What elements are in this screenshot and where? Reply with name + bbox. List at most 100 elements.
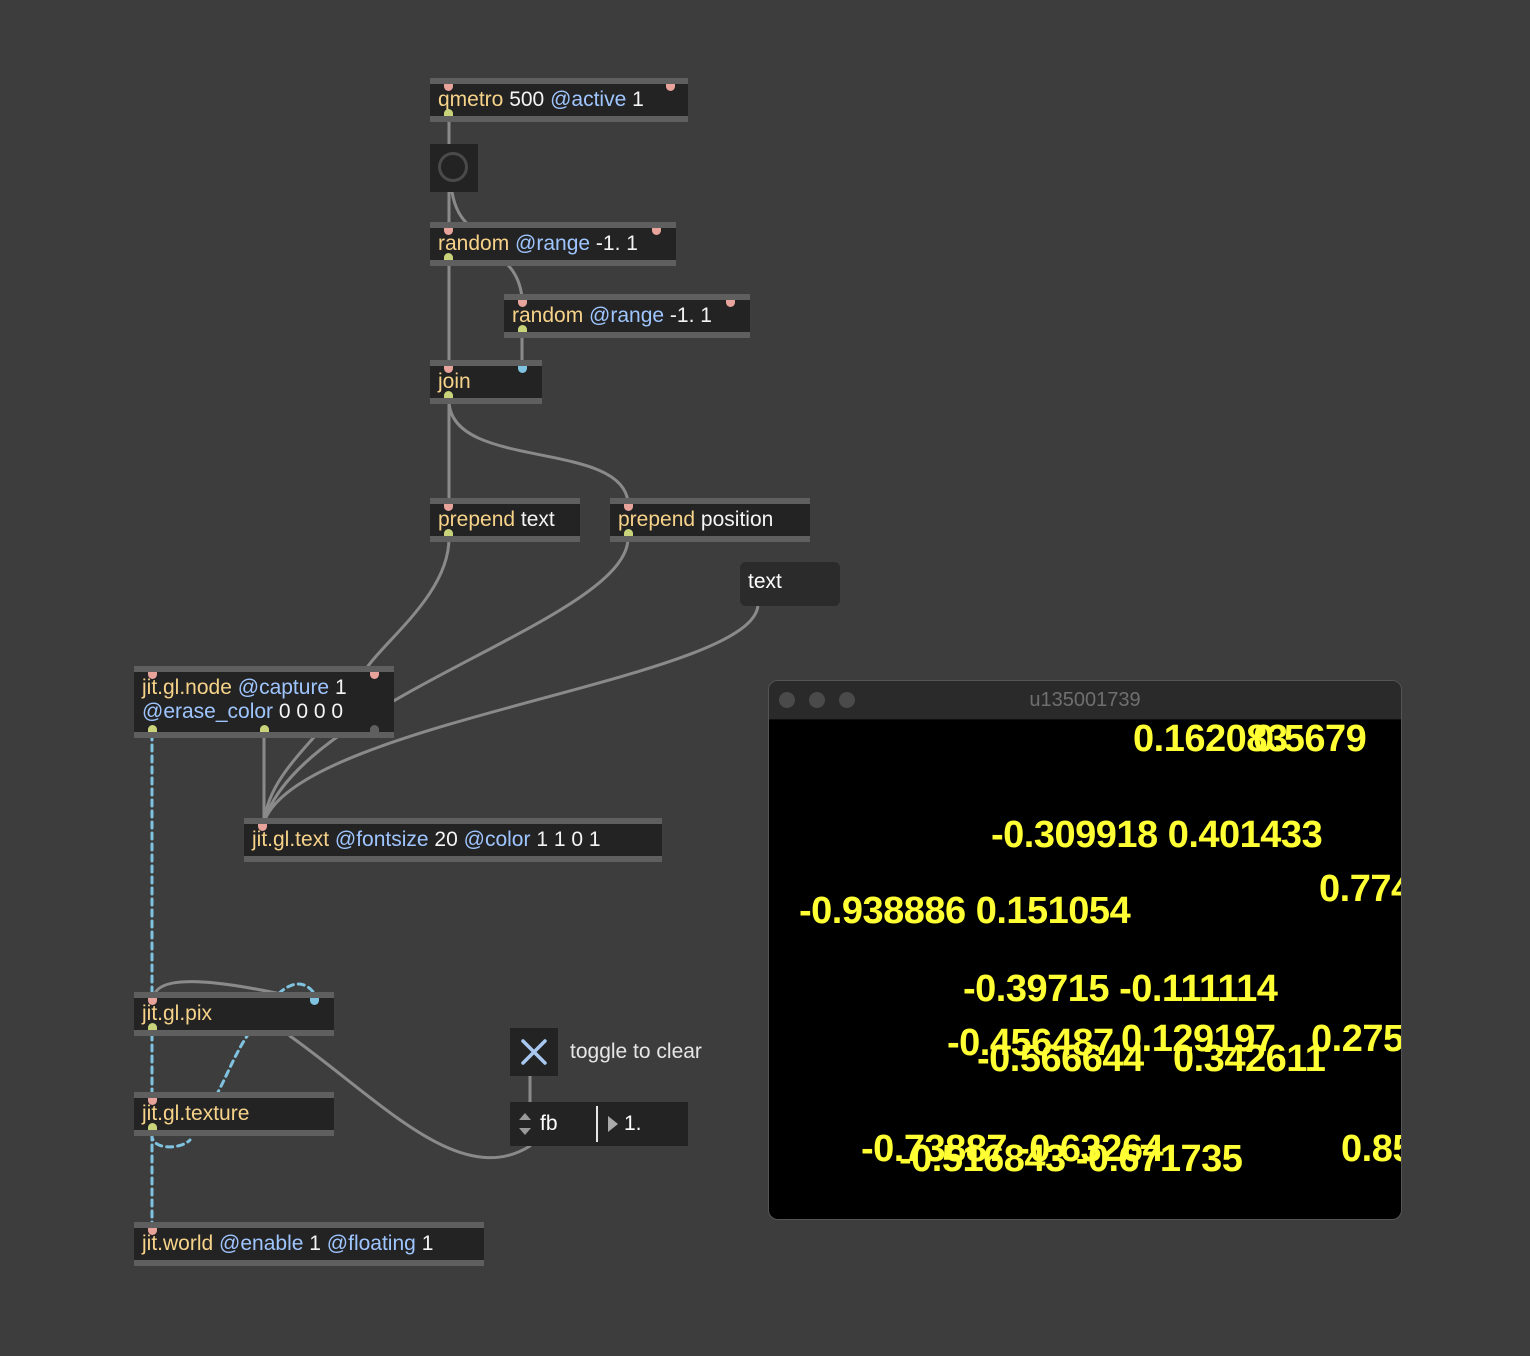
cord-join-prepend-position	[447, 400, 630, 504]
object-attribute-value: 20	[434, 828, 458, 851]
outlet-port[interactable]	[260, 725, 269, 732]
object-class: qmetro	[438, 88, 504, 111]
random-object-1[interactable]: random @range -1. 1	[430, 222, 676, 266]
random-object-2[interactable]: random @range -1. 1	[504, 294, 750, 338]
prepend-position-object[interactable]: prepend position	[610, 498, 810, 542]
object-class: join	[438, 370, 471, 393]
stepper-arrows-icon[interactable]	[518, 1108, 532, 1140]
window-title: u135001739	[1029, 689, 1141, 711]
gl-text: 0.774	[1319, 868, 1401, 910]
object-class: prepend	[438, 508, 516, 531]
inlet-port[interactable]	[444, 228, 453, 235]
window-titlebar[interactable]: u135001739	[769, 681, 1401, 720]
outlet-port[interactable]	[444, 109, 453, 116]
inlet-port[interactable]	[148, 998, 157, 1005]
object-argument: 500	[509, 88, 545, 111]
gl-text: 0.342611	[1173, 1038, 1326, 1080]
outlet-port[interactable]	[444, 253, 453, 260]
triangle-right-icon	[608, 1116, 618, 1132]
attrui-divider	[596, 1106, 598, 1142]
inlet-port[interactable]	[444, 366, 453, 373]
x-icon	[521, 1039, 547, 1065]
gl-text: -0.39715 -0.111114	[963, 968, 1278, 1010]
cord-random1-random2	[503, 260, 524, 300]
inlet-port[interactable]	[518, 300, 527, 307]
object-attribute: @range	[589, 304, 665, 327]
object-attribute: @enable	[219, 1232, 304, 1255]
outlet-port[interactable]	[148, 1123, 157, 1130]
object-argument: text	[520, 508, 555, 531]
gl-text: 0.5679	[1253, 718, 1367, 760]
object-line-2: @erase_color 0 0 0 0	[142, 700, 386, 724]
inlet-port[interactable]	[518, 366, 527, 373]
object-class: jit.gl.text	[252, 828, 330, 851]
join-object[interactable]: join	[430, 360, 542, 404]
object-attribute: @active	[550, 88, 627, 111]
message-text: text	[748, 570, 782, 593]
inlet-port[interactable]	[726, 300, 735, 307]
inlet-port[interactable]	[258, 824, 267, 831]
inlet-port[interactable]	[666, 84, 675, 91]
clear-toggle[interactable]	[510, 1028, 558, 1076]
jit-gl-texture-object[interactable]: jit.gl.texture	[134, 1092, 334, 1136]
gl-text: 0.162083	[1133, 718, 1288, 760]
gl-text: -0.73887 -0.63264	[861, 1128, 1164, 1170]
object-class: jit.gl.node	[142, 676, 232, 699]
inlet-port[interactable]	[148, 1228, 157, 1235]
prepend-text-object[interactable]: prepend text	[430, 498, 580, 542]
object-attribute-value: 1	[632, 88, 644, 111]
object-attribute: @fontsize	[334, 828, 429, 851]
render-window[interactable]: u135001739 0.162083 0.5679 -0.309918 0.4…	[768, 680, 1402, 1220]
jit-gl-node-object[interactable]: jit.gl.node @capture 1 @erase_color 0 0 …	[134, 666, 394, 738]
object-line-1: jit.gl.node @capture 1	[142, 676, 386, 700]
object-class: random	[512, 304, 584, 327]
gl-text: 0.275	[1311, 1018, 1402, 1060]
gl-text: -0.566644	[977, 1038, 1144, 1080]
outlet-port[interactable]	[444, 391, 453, 398]
attrui-label: fb	[540, 1112, 558, 1135]
object-attribute: @capture	[237, 676, 330, 699]
object-attribute-value: 1	[421, 1232, 434, 1255]
close-window-icon[interactable]	[779, 692, 795, 708]
inlet-port[interactable]	[148, 672, 157, 679]
outlet-port[interactable]	[148, 1023, 157, 1030]
fb-attrui[interactable]: fb 1.	[510, 1102, 688, 1146]
object-attribute-value: 1	[309, 1232, 321, 1255]
object-class: prepend	[618, 508, 696, 531]
jit-gl-pix-object[interactable]: jit.gl.pix	[134, 992, 334, 1036]
outlet-port[interactable]	[444, 529, 453, 536]
bang-button[interactable]	[430, 144, 478, 192]
object-attribute-value: 1	[334, 676, 347, 699]
gl-canvas: 0.162083 0.5679 -0.309918 0.401433 0.774…	[769, 719, 1401, 1219]
gl-text: -0.309918 0.401433	[991, 814, 1323, 856]
object-attribute: @color	[463, 828, 531, 851]
outlet-port[interactable]	[518, 325, 527, 332]
inlet-port[interactable]	[444, 504, 453, 511]
inlet-port[interactable]	[148, 1098, 157, 1105]
inlet-port[interactable]	[444, 84, 453, 91]
object-attribute-value: -1. 1	[669, 304, 712, 327]
outlet-port[interactable]	[148, 725, 157, 732]
inlet-port[interactable]	[310, 998, 319, 1005]
bang-circle-icon	[438, 152, 468, 182]
jit-world-object[interactable]: jit.world @enable 1 @floating 1	[134, 1222, 484, 1266]
jit-gl-text-object[interactable]: jit.gl.text @fontsize 20 @color 1 1 0 1	[244, 818, 662, 862]
inlet-port[interactable]	[652, 228, 661, 235]
object-class: jit.gl.pix	[142, 1002, 213, 1025]
object-class: jit.world	[142, 1232, 214, 1255]
gl-text: 0.85	[1341, 1128, 1401, 1170]
zoom-window-icon[interactable]	[839, 692, 855, 708]
cord-bang-random1-right	[450, 190, 472, 228]
attrui-value[interactable]: 1.	[624, 1112, 642, 1135]
object-attribute: @range	[515, 232, 591, 255]
object-attribute-value: -1. 1	[595, 232, 638, 255]
object-attribute: @erase_color	[142, 700, 274, 723]
minimize-window-icon[interactable]	[809, 692, 825, 708]
qmetro-object[interactable]: qmetro 500 @active 1	[430, 78, 688, 122]
outlet-port[interactable]	[624, 529, 633, 536]
text-message-box[interactable]: text	[740, 562, 840, 606]
gl-text: 0.129197	[1121, 1018, 1276, 1060]
object-attribute: @floating	[326, 1232, 416, 1255]
inlet-port[interactable]	[624, 504, 633, 511]
outlet-port[interactable]	[370, 725, 379, 732]
